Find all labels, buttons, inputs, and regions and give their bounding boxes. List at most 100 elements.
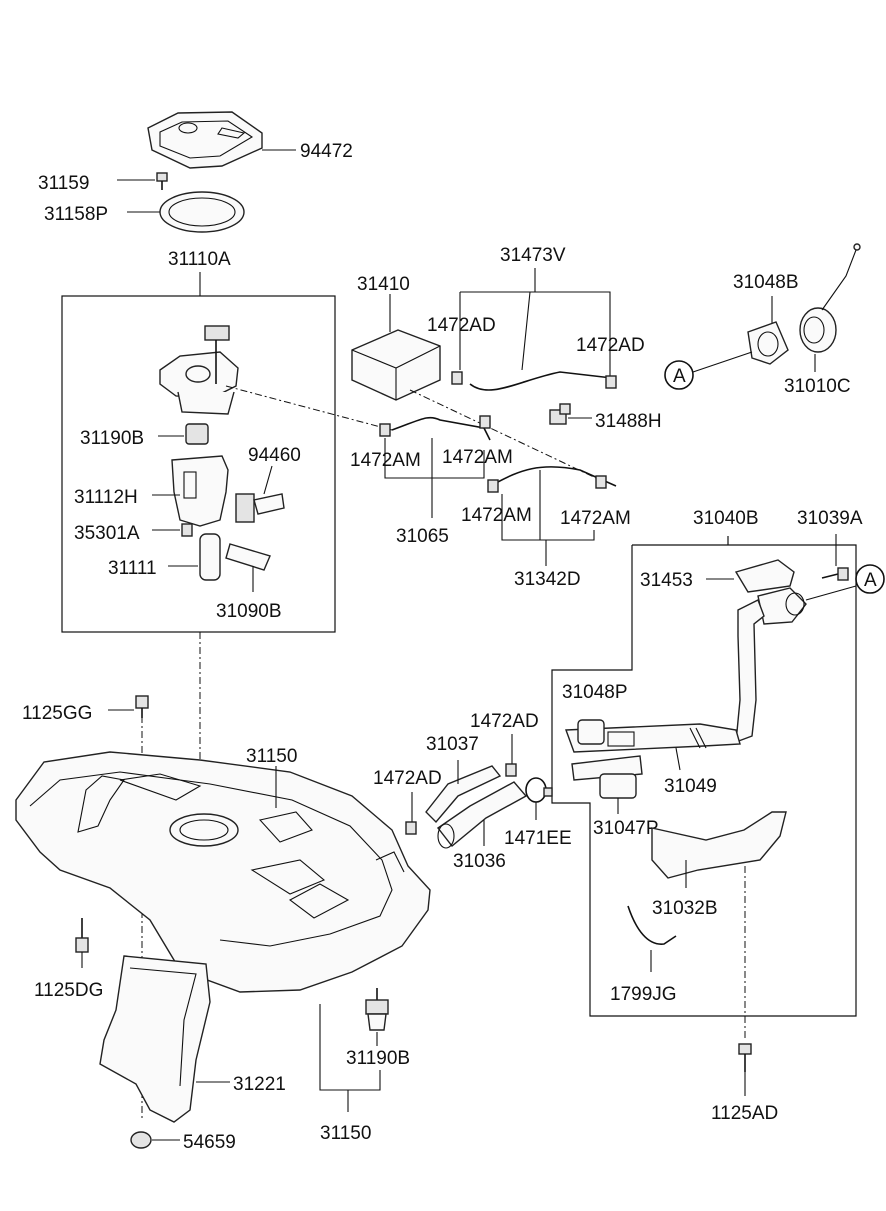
centerline-pump-to-hose — [225, 385, 393, 431]
label-31112H: 31112H — [74, 487, 138, 508]
hose-31473V-drawing — [469, 371, 613, 391]
label-31049: 31049 — [664, 776, 717, 797]
label-31158P: 31158P — [44, 204, 108, 225]
filter-31190B-drawing — [185, 423, 209, 445]
label-31111: 31111 — [108, 558, 157, 579]
clip-1472AD-b-drawing — [605, 375, 617, 389]
label-31048P: 31048P — [562, 682, 628, 703]
leader-31049 — [675, 747, 681, 771]
clip-1472AM-a-drawing — [379, 423, 391, 437]
nut-54659-drawing — [130, 1131, 152, 1149]
clip-35301A-drawing — [181, 523, 193, 537]
pump-module-box — [61, 295, 336, 633]
shield-31221-drawing — [99, 955, 211, 1123]
clip-1472AD-d-drawing — [405, 821, 417, 835]
label-31488H: 31488H — [595, 411, 662, 432]
clip-1472AD-c-drawing — [505, 763, 517, 777]
label-31473V: 31473V — [500, 245, 566, 266]
label-31150-bottom: 31150 — [320, 1123, 371, 1144]
clip-1472AD-a-drawing — [451, 371, 463, 385]
label-1472AD-a: 1472AD — [427, 315, 496, 336]
clip-1472AM-d-drawing — [595, 475, 607, 489]
label-54659: 54659 — [183, 1132, 236, 1153]
reservoir-31112H-drawing — [171, 455, 229, 527]
pump-flange-drawing — [159, 325, 239, 415]
label-1472AD-c: 1472AD — [470, 711, 539, 732]
leader-31473V — [459, 268, 611, 378]
valve-31488H-drawing — [549, 403, 571, 425]
label-31032B: 31032B — [652, 898, 718, 919]
cap-seal-31048B-drawing — [747, 321, 789, 365]
bolt-1125DG-drawing — [75, 918, 89, 953]
leader-31150-bottom — [319, 1004, 381, 1112]
leader-94460 — [263, 465, 273, 495]
clip-1472AM-c-drawing — [487, 479, 499, 493]
hose-31036-drawing — [436, 781, 528, 849]
bolt-31039A-drawing — [821, 567, 849, 581]
label-1472AM-d: 1472AM — [560, 508, 631, 529]
centerline-canister — [409, 389, 601, 481]
label-1471EE: 1471EE — [504, 828, 572, 849]
circle-marker-a-right — [855, 564, 885, 594]
label-31010C: 31010C — [784, 376, 851, 397]
hose-31342D-drawing — [493, 466, 617, 487]
leader-31342D — [501, 470, 595, 566]
label-31037: 31037 — [426, 734, 479, 755]
label-31453: 31453 — [640, 570, 693, 591]
label-31040B: 31040B — [693, 508, 759, 529]
label-31221: 31221 — [233, 1074, 286, 1095]
leader-31065 — [384, 438, 485, 518]
label-1125GG: 1125GG — [22, 703, 92, 724]
ring-31158P-drawing — [159, 191, 245, 233]
label-35301A: 35301A — [74, 523, 140, 544]
pump-31111-drawing — [199, 533, 271, 581]
hose-31048P-drawing — [577, 719, 605, 745]
hose-31037-drawing — [425, 765, 502, 824]
leader-circle-a-right — [805, 585, 857, 601]
canister-31410-drawing — [351, 329, 441, 401]
label-1125AD: 1125AD — [711, 1103, 778, 1124]
hose-31047P-drawing — [571, 755, 643, 799]
clip-1472AM-b-drawing — [479, 415, 491, 429]
sender-94460-drawing — [235, 493, 285, 523]
leader-circle-a-left — [692, 351, 753, 373]
bolt-1125AD-drawing — [738, 1043, 752, 1072]
label-31048B: 31048B — [733, 272, 799, 293]
label-1799JG: 1799JG — [610, 984, 677, 1005]
clamp-1471EE-drawing — [525, 777, 553, 803]
label-31410: 31410 — [357, 274, 410, 295]
label-31150-top: 31150 — [246, 746, 297, 767]
filler-neck-box — [551, 536, 857, 1017]
label-circle-a-right: A — [864, 570, 877, 591]
cover-94472-drawing — [147, 111, 263, 169]
label-1472AD-d: 1472AD — [373, 768, 442, 789]
label-94460: 94460 — [248, 445, 301, 466]
filler-neck-drawing — [565, 559, 807, 753]
protector-31032B-drawing — [651, 811, 787, 879]
label-31190B-bottom: 31190B — [346, 1048, 410, 1069]
label-31047P: 31047P — [593, 818, 659, 839]
label-1472AD-b: 1472AD — [576, 335, 645, 356]
label-31039A: 31039A — [797, 508, 863, 529]
label-31065: 31065 — [396, 526, 449, 547]
label-31090B: 31090B — [216, 601, 282, 622]
bolt-31159-drawing — [156, 172, 168, 190]
fuel-cap-31010C-drawing — [799, 243, 861, 353]
label-31159: 31159 — [38, 173, 89, 194]
label-31036: 31036 — [453, 851, 506, 872]
circle-marker-a-left — [664, 360, 694, 390]
mount-31190B-drawing — [365, 988, 389, 1031]
label-31190B-top: 31190B — [80, 428, 144, 449]
bolt-1125GG-drawing — [135, 695, 149, 718]
hose-31065-drawing — [391, 416, 491, 441]
label-circle-a-left: A — [673, 366, 686, 387]
strap-1799JG-drawing — [627, 905, 677, 945]
label-31342D: 31342D — [514, 569, 581, 590]
label-31110A: 31110A — [168, 249, 231, 270]
label-1472AM-b: 1472AM — [442, 447, 513, 468]
fuel-tank-31150-drawing — [15, 751, 431, 993]
label-1472AM-c: 1472AM — [461, 505, 532, 526]
label-94472: 94472 — [300, 141, 353, 162]
label-1125DG: 1125DG — [34, 980, 103, 1001]
